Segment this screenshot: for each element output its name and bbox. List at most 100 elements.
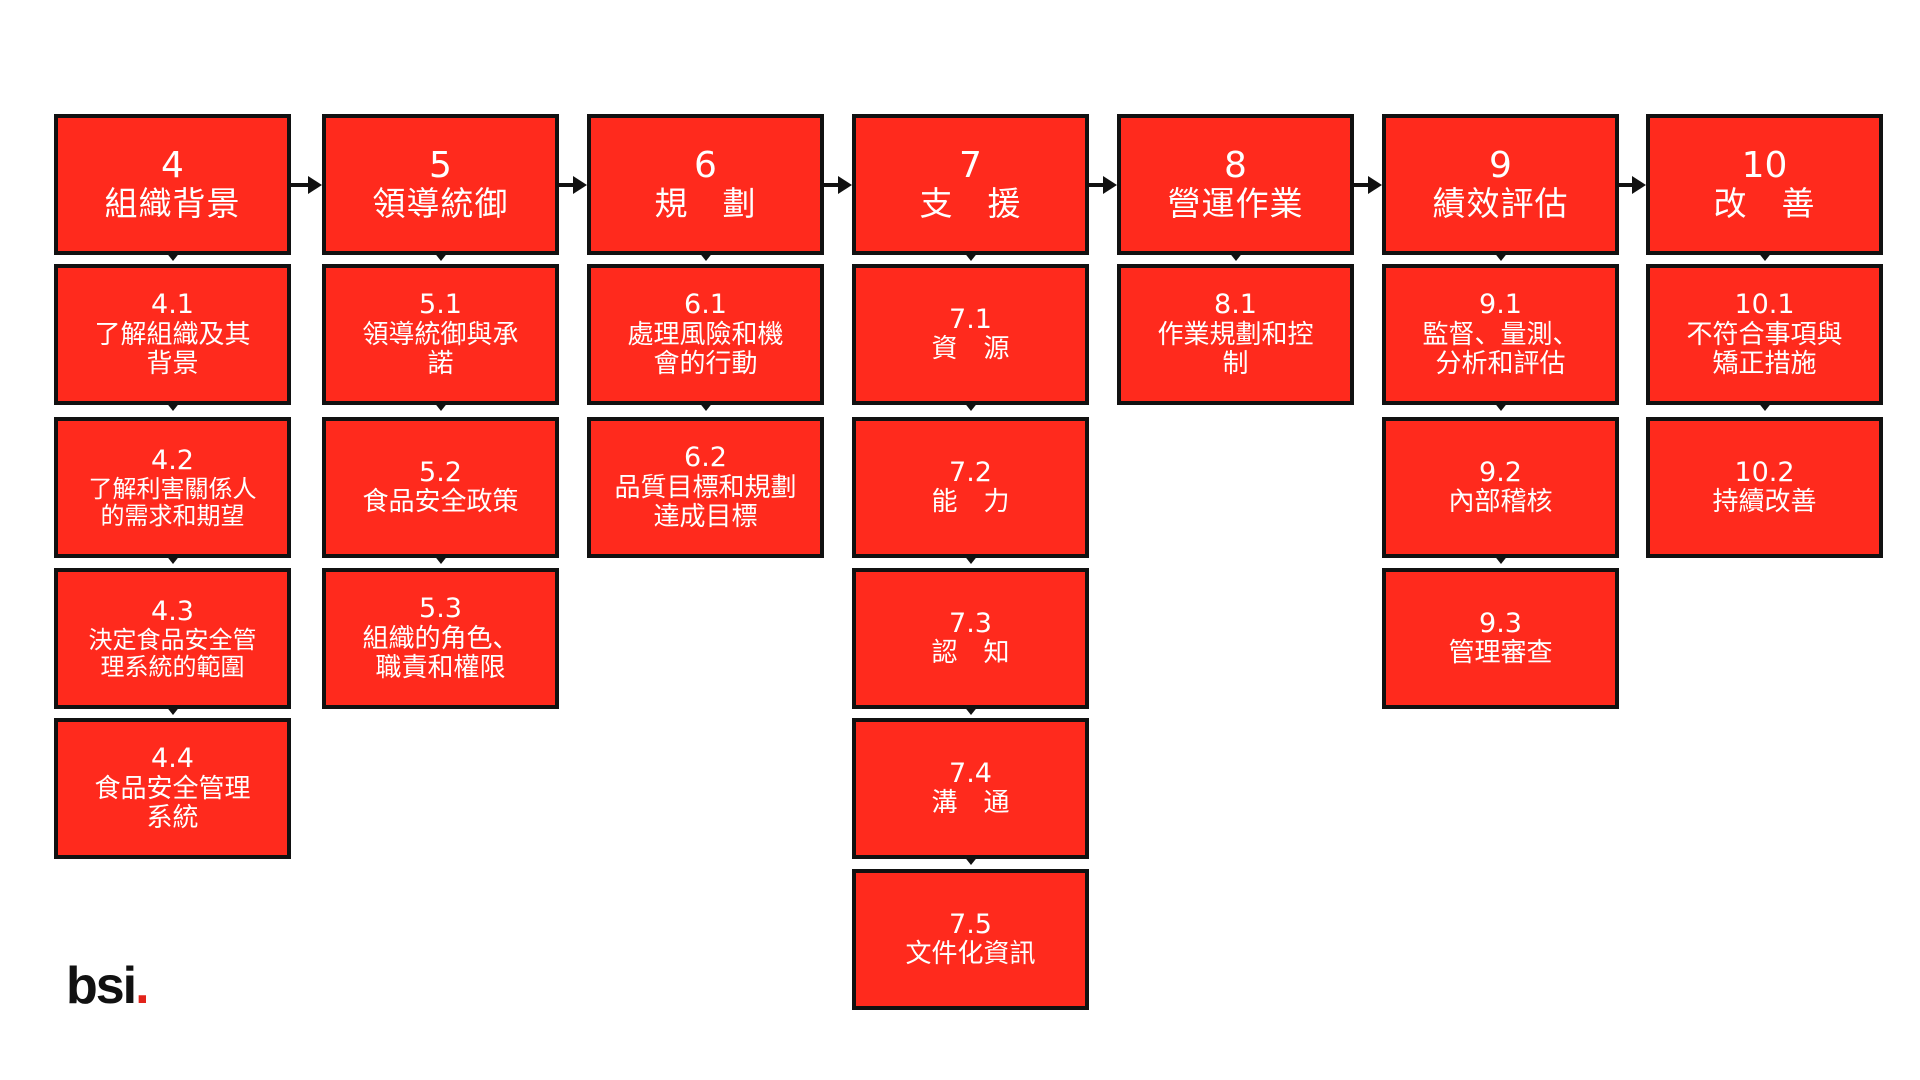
clause-9-1-box-number: 9.1 [1479,289,1522,321]
connector-8-down [1227,251,1244,261]
clause-4-3-box-number: 4.3 [151,595,194,627]
clause-7-2-box-number: 7.2 [949,456,992,488]
clause-7-header-label: 支 援 [919,184,1022,224]
clause-7-header-number: 7 [959,144,982,186]
clause-7-3-box-number: 7.3 [949,607,992,639]
connector-9-1-down [1492,401,1509,411]
clause-7-1-box-label: 資 源 [931,334,1010,365]
clause-6-header-label: 規 劃 [654,184,757,224]
clause-7-5-box-number: 7.5 [949,908,992,940]
clause-4-2-box-number: 4.2 [151,444,194,476]
connector-4-down [164,251,181,261]
clause-6-header-number: 6 [694,144,717,186]
clause-10-2-box-label: 持續改善 [1712,487,1817,518]
clause-9-3-box-number: 9.3 [1479,607,1522,639]
clause-4-3-box-label: 決定食品安全管 理系統的範圍 [88,625,257,681]
clause-7-1-box-number: 7.1 [949,303,992,335]
clause-9-3-box-label: 管理審查 [1448,638,1553,669]
clause-10-header-number: 10 [1741,144,1788,186]
arrow-8-to-9 [1354,182,1368,187]
arrow-5-to-6 [559,182,573,187]
clause-5-2-box-number: 5.2 [419,456,462,488]
arrow-head-icon [1368,175,1382,194]
logo-dot: . [135,957,150,1015]
clause-5-header-label: 領導統御 [372,184,509,224]
clause-5-header-number: 5 [429,144,452,186]
clause-9-2-box-number: 9.2 [1479,456,1522,488]
clause-9-1-box-label: 監督、量測、 分析和評估 [1422,319,1579,379]
arrow-head-icon [308,175,322,194]
clause-5-3-box-number: 5.3 [419,593,462,625]
clause-5-3-box-label: 組織的角色、 職責和權限 [362,623,519,683]
clause-9-header-number: 9 [1489,144,1512,186]
clause-4-4-box-number: 4.4 [151,743,194,775]
clause-8-header-label: 營運作業 [1167,184,1304,224]
connector-10-down [1756,251,1773,261]
connector-5-1-down [432,401,449,411]
clause-5-1-box-label: 領導統御與承 諾 [362,319,519,379]
clause-4-header-label: 組織背景 [104,184,241,224]
arrow-7-to-8 [1089,182,1103,187]
connector-9-down [1492,251,1509,261]
connector-6-down [697,251,714,261]
connector-4-1-down [164,401,181,411]
clause-10-header-label: 改 善 [1713,184,1816,224]
clause-4-2-box-label: 了解利害關係人 的需求和期望 [88,474,257,530]
clause-6-1-box-label: 處理風險和機 會的行動 [627,319,784,379]
clause-7-4-box-number: 7.4 [949,757,992,789]
clause-7-5-box-label: 文件化資訊 [905,939,1036,970]
arrow-9-to-10 [1619,182,1632,187]
clause-4-4-box-label: 食品安全管理 系統 [94,773,251,833]
arrow-6-to-7 [824,182,838,187]
clause-7-3-box-label: 認 知 [931,638,1010,669]
clause-5-1-box-number: 5.1 [419,289,462,321]
connector-6-1-down [697,401,714,411]
connector-9-2-down [1492,554,1509,564]
clause-9-2-box-label: 內部稽核 [1448,487,1553,518]
clause-6-2-box-label: 品質目標和規劃 達成目標 [614,472,797,532]
clause-7-4-box-label: 溝 通 [931,788,1010,819]
connector-7-1-down [962,401,979,411]
logo-text: bsi [66,957,137,1015]
connector-7-3-down [962,705,979,715]
clause-10-2-box-number: 10.2 [1734,456,1795,488]
arrow-4-to-5 [291,182,308,187]
clause-8-header-number: 8 [1224,144,1247,186]
clause-8-1-box-label: 作業規劃和控 制 [1157,319,1314,379]
clause-9-header-label: 績效評估 [1432,184,1569,224]
connector-7-down [962,251,979,261]
clause-8-1-box-number: 8.1 [1214,289,1257,321]
connector-5-2-down [432,554,449,564]
connector-4-3-down [164,705,181,715]
clause-6-1-box-number: 6.1 [684,289,727,321]
clause-10-1-box-label: 不符合事項與 矯正措施 [1686,319,1843,379]
connector-10-1-down [1756,401,1773,411]
arrow-head-icon [573,175,587,194]
arrow-head-icon [1632,175,1646,194]
